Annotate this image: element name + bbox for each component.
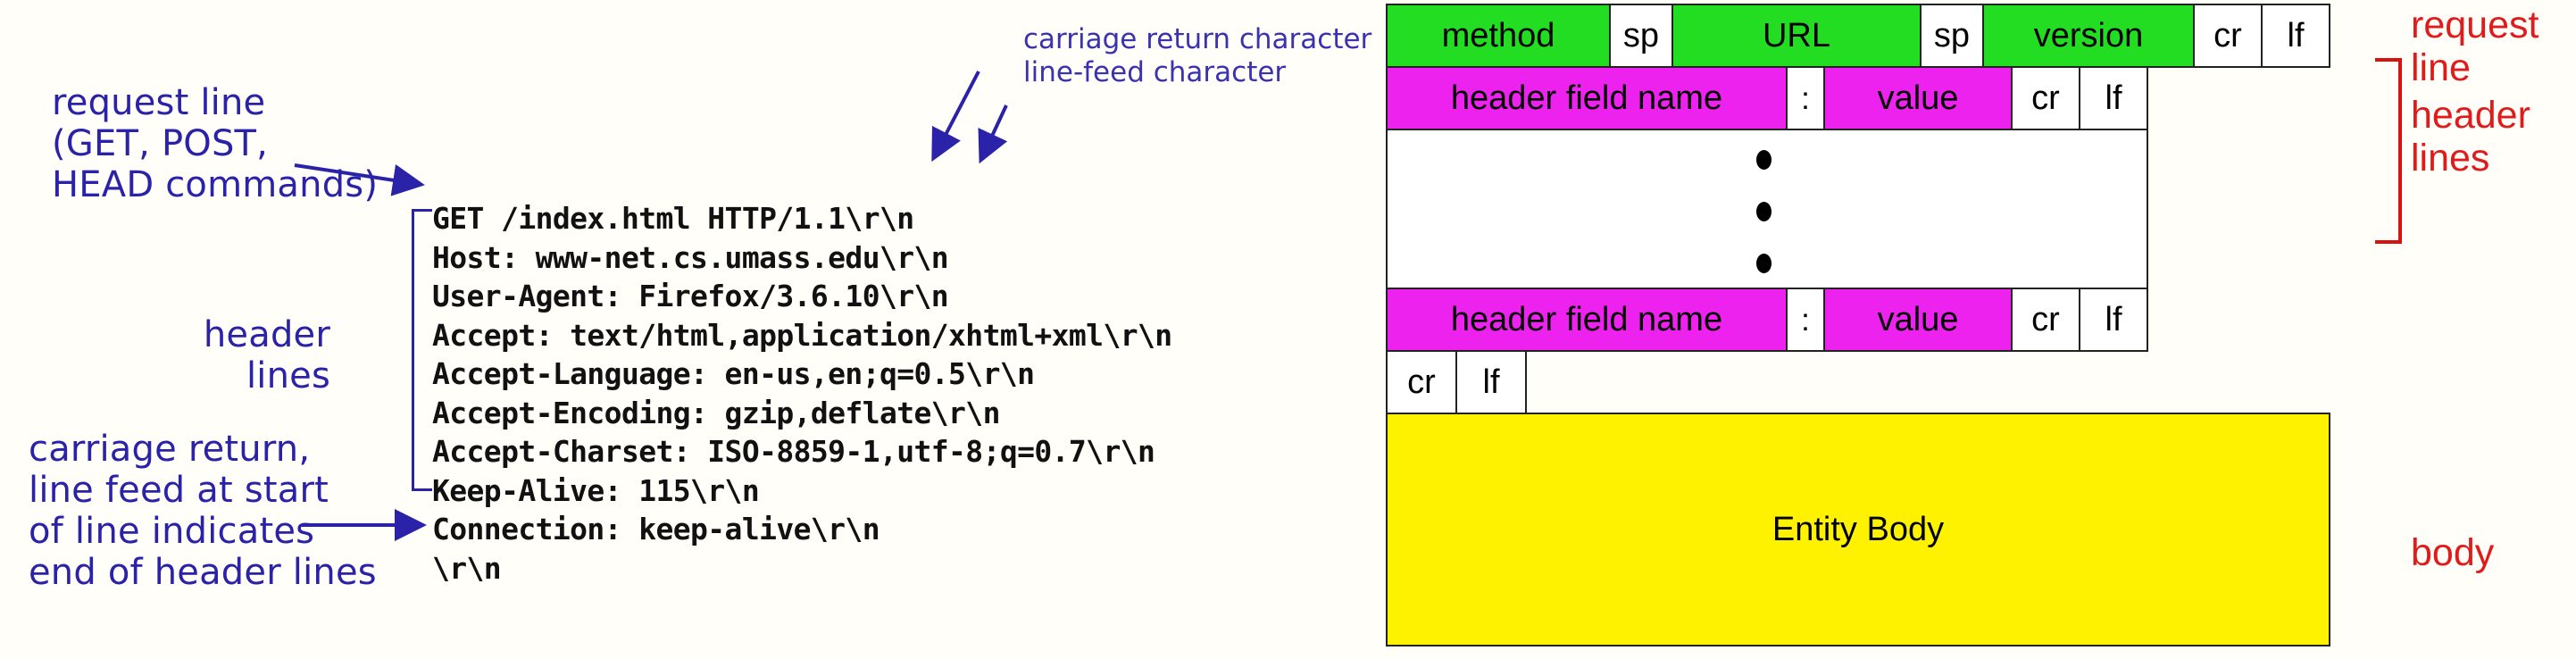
annotation-header-lines: header lines [203,314,330,396]
cell-lf-header-bottom: lf [2079,288,2148,352]
http-request-text: GET /index.html HTTP/1.1\r\n Host: www-n… [432,201,1172,586]
cell-header-field-name-bottom: header field name [1386,288,1788,352]
ellipsis-dot [1756,254,1772,273]
header-lines-bracket [412,209,432,491]
cell-sp-2: sp [1920,4,1984,68]
annotation-line-feed-character: line-feed character [1023,56,1287,88]
cell-lf-blank-line: lf [1455,350,1527,414]
annotation-crlf-end-of-headers: carriage return, line feed at start of l… [29,429,377,593]
http-request-message-structure: method sp URL sp version cr lf header fi… [1386,4,2352,646]
cell-entity-body: Entity Body [1386,413,2330,646]
header-lines-ellipsis-region [1386,129,2148,289]
annotation-carriage-return-character: carriage return character [1023,23,1372,55]
label-request-line: request line [2411,4,2539,89]
cell-method: method [1386,4,1611,68]
annotation-request-line: request line (GET, POST, HEAD commands) [52,82,379,205]
cell-sp-1: sp [1609,4,1673,68]
cell-cr-header-top: cr [2011,66,2080,130]
cell-version: version [1982,4,2195,68]
label-header-lines: header lines [2411,94,2530,179]
cell-colon-bottom: : [1786,288,1825,352]
cell-cr-request-line: cr [2193,4,2263,68]
cell-cr-header-bottom: cr [2011,288,2080,352]
cell-colon-top: : [1786,66,1825,130]
cell-cr-blank-line: cr [1386,350,1457,414]
cell-lf-request-line: lf [2261,4,2330,68]
cell-value-bottom: value [1823,288,2013,352]
cell-lf-header-top: lf [2079,66,2148,130]
cell-value-top: value [1823,66,2013,130]
label-body: body [2411,531,2495,574]
cell-header-field-name-top: header field name [1386,66,1788,130]
cell-url: URL [1671,4,1922,68]
ellipsis-dot [1756,202,1772,221]
header-lines-red-bracket [2375,58,2402,244]
ellipsis-dot [1756,150,1772,170]
